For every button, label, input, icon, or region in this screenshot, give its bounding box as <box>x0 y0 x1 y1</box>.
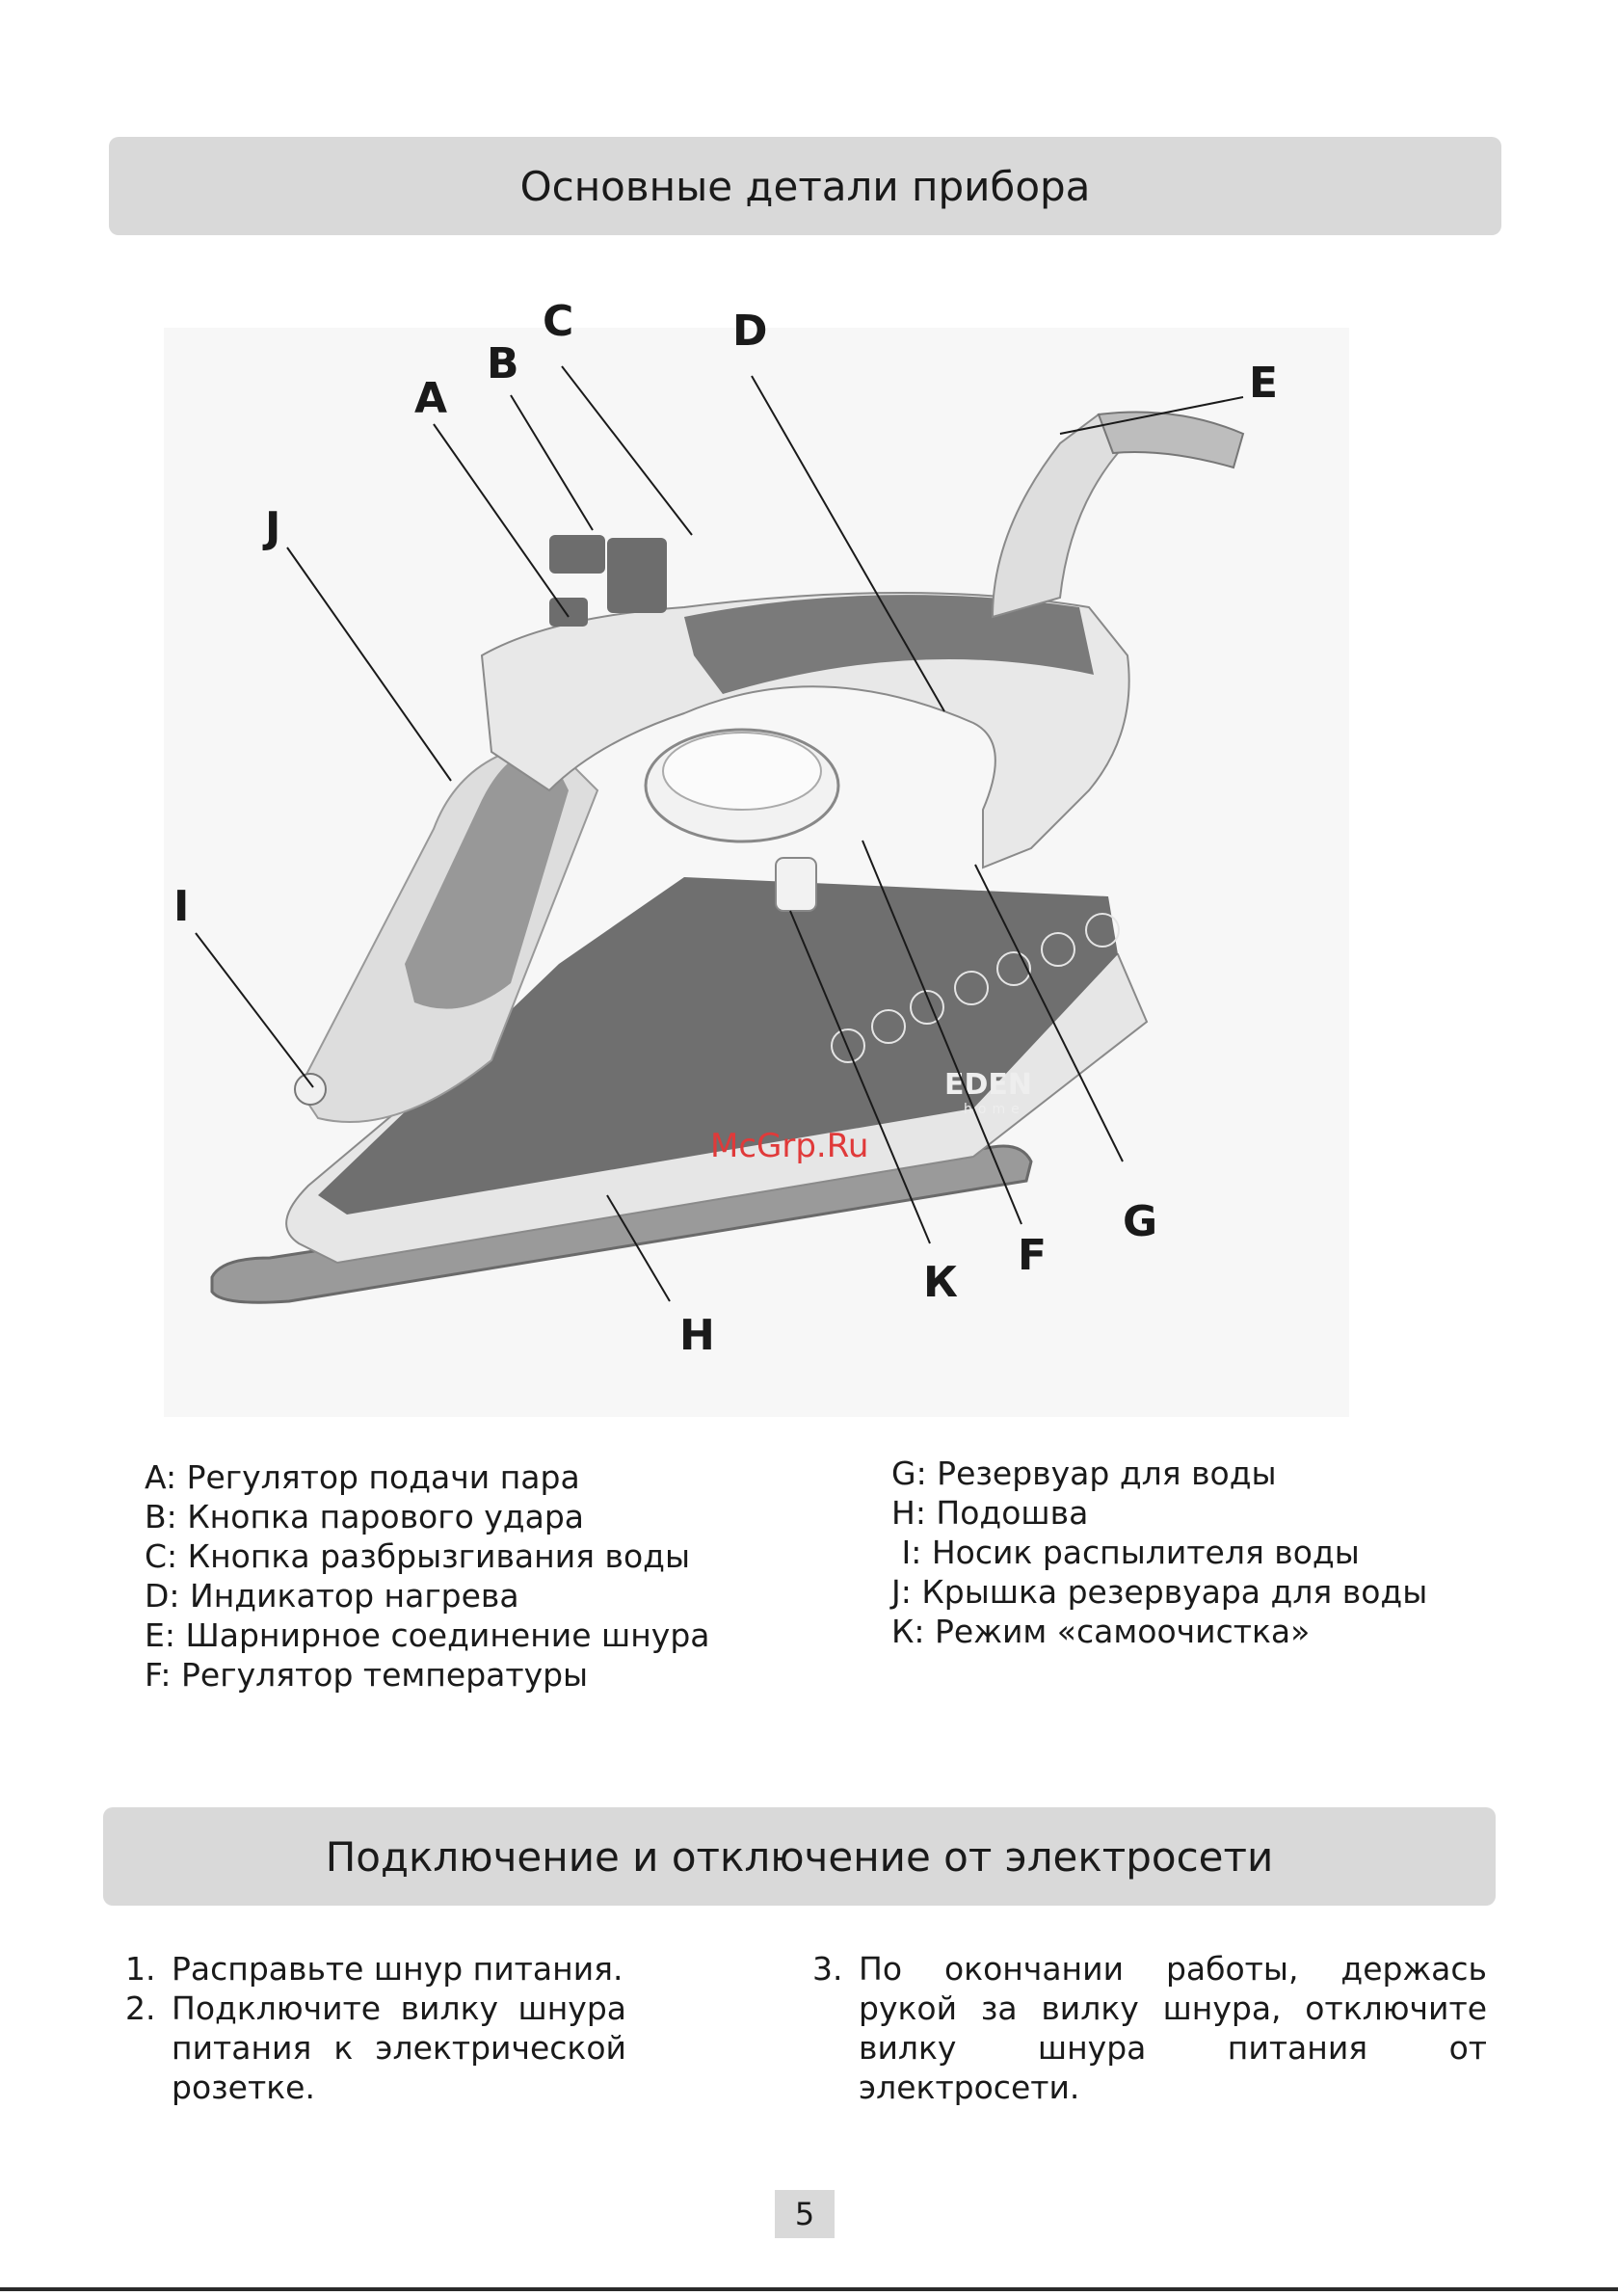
legend-item: E: Шарнирное соединение шнура <box>145 1616 710 1654</box>
page-number-text: 5 <box>794 2196 815 2232</box>
legend-item: I: Носик распылителя воды <box>891 1534 1360 1571</box>
self-clean-button <box>775 857 817 912</box>
step-item: 3. По окончании работы, держась рукой за… <box>812 1949 1487 2107</box>
water-tank <box>318 877 1118 1215</box>
legend-item: B: Кнопка парового удара <box>145 1498 584 1535</box>
steam-regulator <box>549 598 588 627</box>
handle-grip <box>684 595 1094 694</box>
step-text: Подключите вилку шнура питания к электри… <box>172 1989 626 2106</box>
step-item: 1. Расправьте шнур питания. <box>125 1949 626 1989</box>
front-tank-window <box>405 750 569 1009</box>
soleplate <box>210 1144 1033 1304</box>
mode-icons <box>831 913 1120 1063</box>
step-text: По окончании работы, держась рукой за ви… <box>859 1950 1487 2106</box>
callout-i: I <box>173 882 189 931</box>
leader-lines <box>195 365 1244 1302</box>
cord <box>1097 411 1245 469</box>
steam-burst-button <box>549 535 605 574</box>
section-title-power: Подключение и отключение от электросети <box>103 1807 1496 1906</box>
callout-g: G <box>1123 1197 1157 1246</box>
legend-item: A: Регулятор подачи пара <box>145 1458 580 1496</box>
temperature-dial-top <box>662 732 822 811</box>
step-item: 2. Подключите вилку шнура питания к элек… <box>125 1989 626 2107</box>
legend-item: G: Резервуар для воды <box>891 1455 1277 1492</box>
step-number: 1. <box>125 1950 156 1988</box>
watermark: McGrp.Ru <box>710 1127 868 1165</box>
legend-item: H: Подошва <box>891 1494 1089 1532</box>
legend-right: G: Резервуар для воды H: Подошва I: Носи… <box>891 1454 1427 1651</box>
bottom-rule <box>0 2287 1618 2291</box>
legend-item: J: Крышка резервуара для воды <box>891 1573 1428 1611</box>
spray-button <box>607 538 667 613</box>
legend-item: К: Режим «самоочистка» <box>891 1613 1311 1650</box>
callout-e: E <box>1249 359 1278 408</box>
callout-j: J <box>262 503 280 552</box>
legend-item: C: Кнопка разбрызгивания воды <box>145 1537 691 1575</box>
brand-logo: EDEN <box>944 1068 1032 1102</box>
brand-sub: home <box>964 1102 1025 1117</box>
section-title-power-text: Подключение и отключение от электросети <box>325 1832 1274 1881</box>
callout-d: D <box>732 307 768 356</box>
legend-left: A: Регулятор подачи пара B: Кнопка паров… <box>145 1457 710 1695</box>
step-number: 3. <box>812 1950 843 1988</box>
step-number: 2. <box>125 1989 156 2027</box>
iron-diagram: EDEN home McGrp.Ru A B C D E F G H I J К <box>164 297 1349 1417</box>
step-text: Расправьте шнур питания. <box>172 1950 623 1988</box>
section-title-parts: Основные детали прибора <box>109 137 1501 235</box>
legend-item: D: Индикатор нагрева <box>145 1577 519 1615</box>
steps-left: 1. Расправьте шнур питания. 2. Подключит… <box>125 1949 626 2107</box>
callout-a: A <box>414 374 447 423</box>
callout-h: H <box>679 1311 715 1360</box>
legend-item: F: Регулятор температуры <box>145 1656 589 1694</box>
page-number: 5 <box>775 2190 835 2238</box>
spray-nozzle <box>294 1073 327 1106</box>
callout-c: C <box>543 297 573 346</box>
handle <box>480 592 1130 869</box>
steps-right: 3. По окончании работы, держась рукой за… <box>812 1949 1487 2107</box>
section-title-parts-text: Основные детали прибора <box>519 162 1091 210</box>
callout-k: К <box>923 1258 958 1307</box>
callout-f: F <box>1018 1231 1047 1280</box>
callout-b: B <box>487 339 519 388</box>
